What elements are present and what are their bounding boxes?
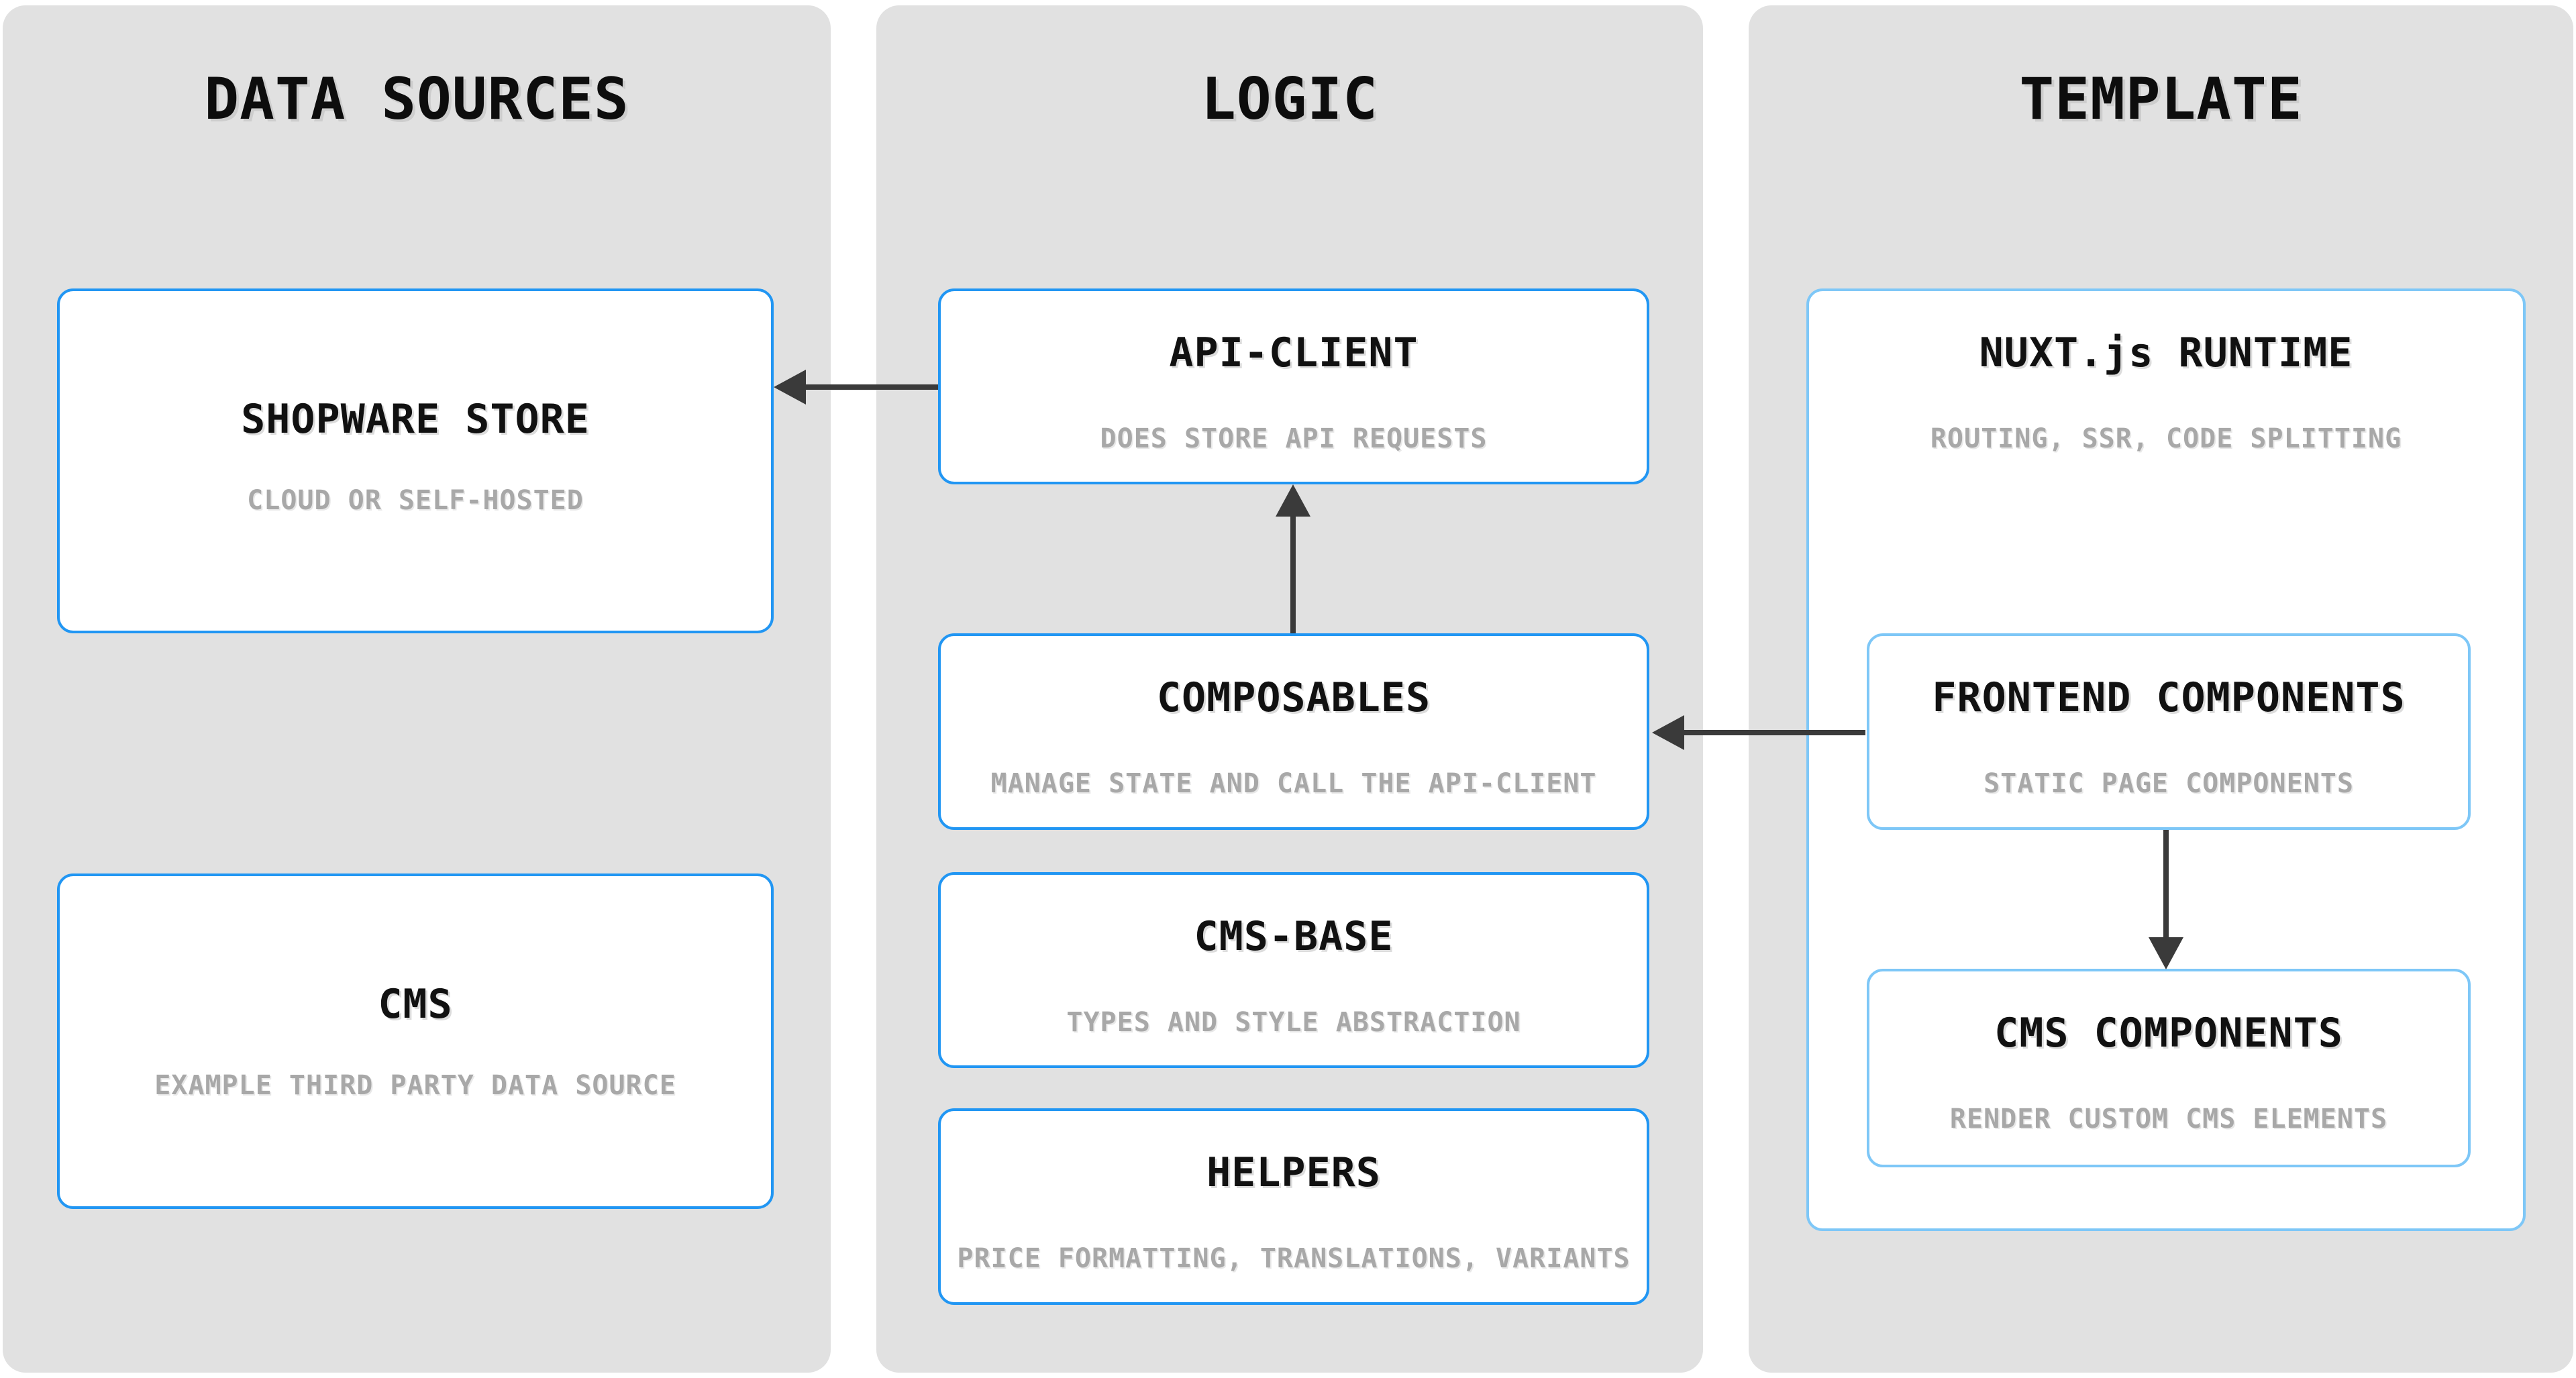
box-subtitle-cms: EXAMPLE THIRD PARTY DATA SOURCE: [154, 1070, 676, 1101]
box-helpers: HELPERS PRICE FORMATTING, TRANSLATIONS, …: [938, 1108, 1649, 1305]
arrowhead-left-icon: [774, 370, 806, 405]
box-title-shopware-store: SHOPWARE STORE: [241, 396, 590, 443]
box-title-api-client: API-CLIENT: [1169, 329, 1419, 376]
arrowhead-up-icon: [1276, 484, 1310, 517]
box-title-frontend-components: FRONTEND COMPONENTS: [1932, 674, 2406, 721]
box-subtitle-cms-base: TYPES AND STYLE ABSTRACTION: [1066, 1007, 1521, 1038]
box-subtitle-nuxt-runtime: ROUTING, SSR, CODE SPLITTING: [1930, 423, 2402, 454]
box-composables: COMPOSABLES MANAGE STATE AND CALL THE AP…: [938, 633, 1649, 830]
column-title-logic: LOGIC: [1201, 66, 1378, 133]
box-api-client: API-CLIENT DOES STORE API REQUESTS: [938, 288, 1649, 484]
column-title-template: TEMPLATE: [2019, 66, 2303, 133]
box-subtitle-cms-components: RENDER CUSTOM CMS ELEMENTS: [1949, 1104, 2388, 1134]
box-cms-base: CMS-BASE TYPES AND STYLE ABSTRACTION: [938, 872, 1649, 1068]
arrow-line: [805, 384, 938, 390]
box-title-nuxt-runtime: NUXT.js RUNTIME: [1979, 329, 2353, 376]
box-nuxt-runtime: NUXT.js RUNTIME ROUTING, SSR, CODE SPLIT…: [1806, 288, 2526, 1231]
box-subtitle-api-client: DOES STORE API REQUESTS: [1100, 423, 1488, 454]
arrow-line: [1290, 515, 1296, 633]
box-subtitle-frontend-components: STATIC PAGE COMPONENTS: [1983, 768, 2354, 799]
box-title-cms: CMS: [378, 981, 453, 1028]
box-title-cms-components: CMS COMPONENTS: [1994, 1010, 2343, 1057]
box-shopware-store: SHOPWARE STORE CLOUD OR SELF-HOSTED: [57, 288, 774, 633]
arrow-line: [1683, 730, 1865, 735]
arrowhead-left-icon: [1652, 715, 1684, 750]
box-subtitle-composables: MANAGE STATE AND CALL THE API-CLIENT: [990, 768, 1597, 799]
box-title-cms-base: CMS-BASE: [1194, 913, 1394, 960]
box-title-composables: COMPOSABLES: [1156, 674, 1431, 721]
arrow-line: [2163, 830, 2169, 939]
box-subtitle-helpers: PRICE FORMATTING, TRANSLATIONS, VARIANTS: [957, 1243, 1631, 1274]
box-title-helpers: HELPERS: [1206, 1149, 1381, 1196]
box-subtitle-shopware-store: CLOUD OR SELF-HOSTED: [247, 485, 584, 516]
arrowhead-down-icon: [2149, 937, 2183, 969]
box-frontend-components: FRONTEND COMPONENTS STATIC PAGE COMPONEN…: [1867, 633, 2471, 830]
box-cms-components: CMS COMPONENTS RENDER CUSTOM CMS ELEMENT…: [1867, 969, 2471, 1167]
column-title-data-sources: DATA SOURCES: [204, 66, 629, 133]
box-cms: CMS EXAMPLE THIRD PARTY DATA SOURCE: [57, 873, 774, 1209]
